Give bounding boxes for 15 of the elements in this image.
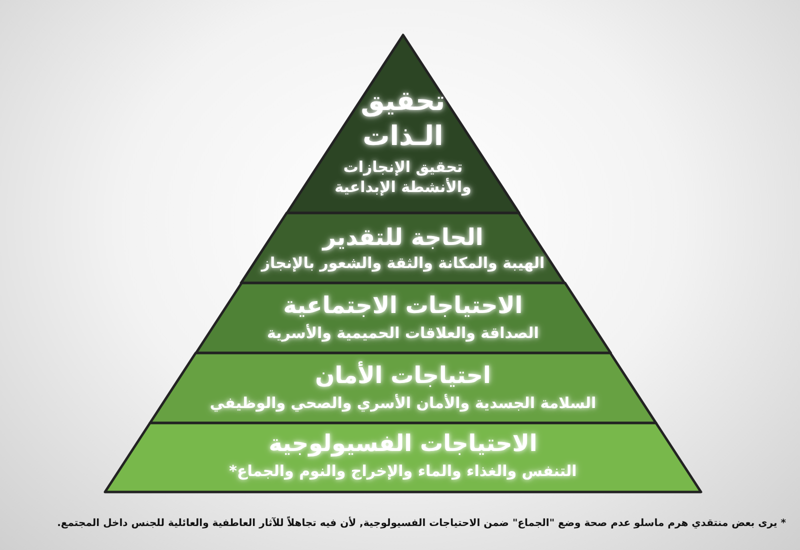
level-title: تحقيق الـذات <box>360 85 446 154</box>
level-title: الاحتياجات الفسيولوجية <box>268 430 538 459</box>
level-description: التنفس والغذاء والماء والإخراج والنوم والجماع* <box>229 462 577 482</box>
level-title: الحاجة للتقدير <box>322 224 484 253</box>
pyramid-level <box>105 423 701 492</box>
level-description: السلامة الجسدية والأمان الأسري والصحي والوظيفي <box>210 394 596 414</box>
pyramid-apex <box>286 35 520 213</box>
footnote-text: * يرى بعض منتقدي هرم ماسلو عدم صحة وضع "الجماع" ضمن الاحتياجات الفسيولوجية, لأن فيه تجاهلاً للآثار العاطفية والعائلية للجنس داخل المجتمع. <box>57 518 786 529</box>
level-title: الاحتياجات الاجتماعية <box>283 292 523 321</box>
level-description: الصداقة والعلاقات الحميمية والأسرية <box>267 324 539 344</box>
pyramid-level <box>150 353 656 423</box>
level-description: تحقيق الإنجازات والأنشطة الإبداعية <box>334 158 472 197</box>
level-title: احتياجات الأمان <box>315 362 491 391</box>
pyramid-level <box>196 283 610 353</box>
level-description: الهيبة والمكانة والثقة والشعور بالإنجاز <box>261 254 545 274</box>
